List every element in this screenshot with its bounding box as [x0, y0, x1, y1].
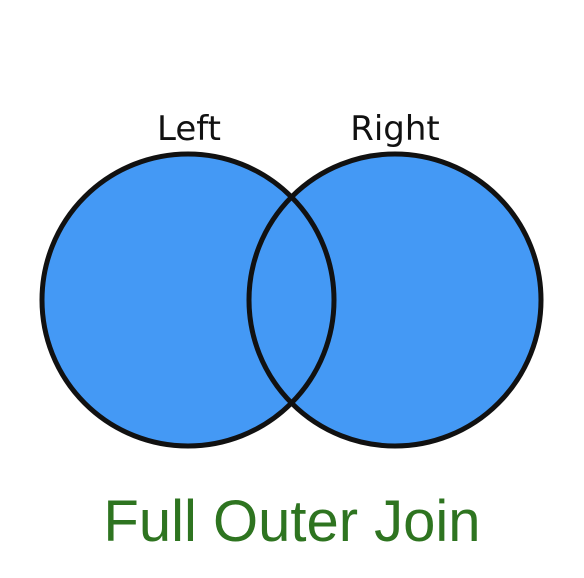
- left-circle-outline: [39, 151, 337, 449]
- right-circle-outline: [246, 151, 544, 449]
- right-set-label: Right: [350, 109, 440, 149]
- left-circle: [42, 154, 334, 446]
- diagram-caption: Full Outer Join: [103, 489, 480, 554]
- right-circle: [249, 154, 541, 446]
- left-set-label: Left: [157, 109, 221, 149]
